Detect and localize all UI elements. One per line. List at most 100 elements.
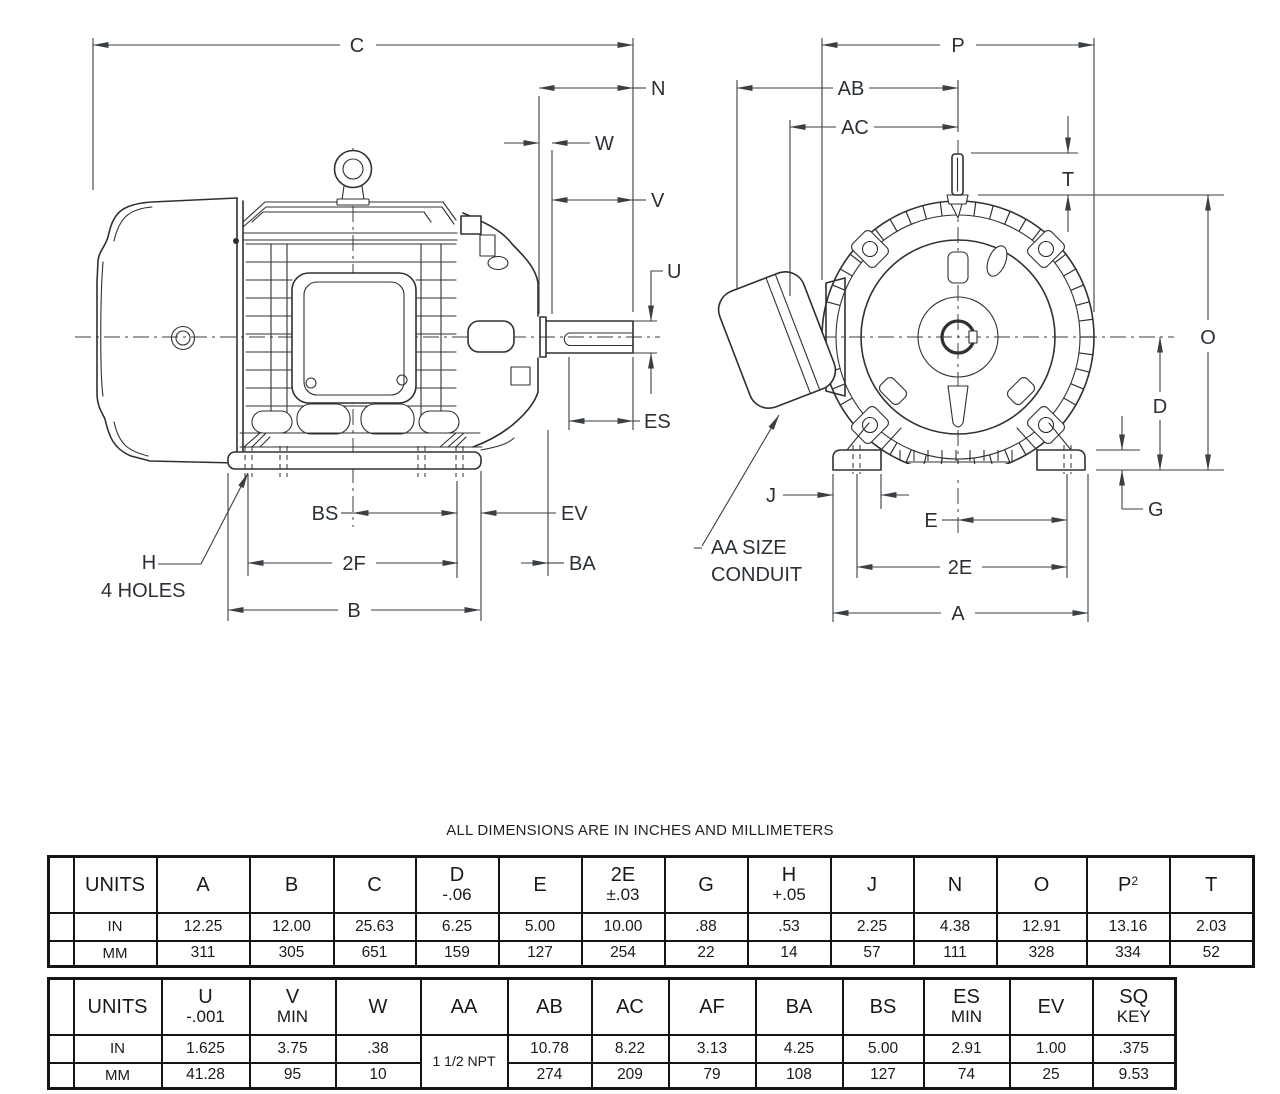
cell-2E-mm: 254 (580, 939, 666, 968)
cell-EV-in: 1.00 (1008, 1033, 1094, 1064)
cell-T-in: 2.03 (1168, 911, 1255, 942)
cell-W-in: .38 (334, 1033, 422, 1064)
col-header-BS: BS (841, 977, 925, 1036)
col-header-U: U-.001 (160, 977, 251, 1036)
cell-BA-in: 4.25 (754, 1033, 844, 1064)
col-header-EV: EV (1008, 977, 1094, 1036)
frame-top (242, 201, 458, 241)
cell-D-mm: 159 (414, 939, 500, 968)
technical-drawing: C N W V U ES BS EV 2F (75, 35, 1224, 625)
row-label-mm: MM (72, 939, 158, 968)
cell-E-in: 5.00 (497, 911, 583, 942)
cell-H-in: .53 (746, 911, 832, 942)
dim-label-t: T (1062, 169, 1074, 191)
dim-label-n: N (651, 78, 665, 100)
dim-label-ev: EV (561, 503, 588, 525)
face-slot (986, 245, 1008, 277)
dim-label-2e: 2E (948, 557, 972, 579)
cell-N-in: 4.38 (912, 911, 998, 942)
gussets (846, 422, 1072, 451)
cell-A-mm: 311 (155, 939, 251, 968)
keyway (563, 332, 634, 347)
mounting-feet (227, 446, 482, 477)
spacer-cell (47, 977, 75, 1036)
cell-SQ-in: .375 (1091, 1033, 1177, 1064)
cover-seam (765, 274, 820, 395)
col-header-AA: AA (419, 977, 509, 1036)
cell-P-in: 13.16 (1085, 911, 1171, 942)
bolt-dot (233, 238, 239, 244)
col-header-J: J (829, 855, 915, 914)
dim-label-g: G (1148, 499, 1164, 521)
label-aa-size: AA SIZE (711, 537, 787, 559)
col-header-AC: AC (590, 977, 670, 1036)
spacer-cell (47, 855, 75, 914)
col-header-G: G (663, 855, 749, 914)
cell-B-mm: 305 (248, 939, 335, 968)
cell-AC-mm: 209 (590, 1061, 670, 1090)
col-header-BA: BA (754, 977, 844, 1036)
right-foot (1036, 449, 1086, 471)
cell-D-in: 6.25 (414, 911, 500, 942)
cell-G-mm: 22 (663, 939, 749, 968)
cell-H-mm: 14 (746, 939, 832, 968)
col-header-AF: AF (667, 977, 757, 1036)
flange-pad (1027, 406, 1065, 444)
col-header-2E: 2E±.03 (580, 855, 666, 914)
dim-label-p: P (951, 35, 964, 57)
drain-slot (947, 385, 969, 428)
row-label-in: IN (72, 911, 158, 942)
col-header-H: H+.05 (746, 855, 832, 914)
dim-label-b: B (347, 600, 360, 622)
cell-AF-mm: 79 (667, 1061, 757, 1090)
cell-W-mm: 10 (334, 1061, 422, 1090)
dim-label-o: O (1200, 327, 1216, 349)
bottom-fins (899, 450, 1013, 461)
bearing-hub (467, 320, 515, 353)
face-slot (878, 376, 908, 406)
dim-label-h: H (142, 552, 156, 574)
dim-label-bs: BS (312, 503, 339, 525)
col-header-E: E (497, 855, 583, 914)
cell-J-in: 2.25 (829, 911, 915, 942)
cell-AF-in: 3.13 (667, 1033, 757, 1064)
dim-label-es: ES (644, 411, 671, 433)
cell-AA: 1 1/2 NPT (419, 1033, 509, 1090)
col-header-B: B (248, 855, 335, 914)
cooling-fins (245, 243, 457, 419)
cell-O-mm: 328 (995, 939, 1088, 968)
cell-A-in: 12.25 (155, 911, 251, 942)
row-label-in: IN (72, 1033, 163, 1064)
dim-label-j: J (766, 485, 776, 507)
label-conduit: CONDUIT (711, 564, 802, 586)
dim-label-w: W (595, 133, 614, 155)
cell-P-mm: 334 (1085, 939, 1171, 968)
spacer-cell (47, 911, 75, 942)
col-header-D: D-.06 (414, 855, 500, 914)
side-view: C N W V U ES BS EV 2F (75, 35, 681, 622)
col-header-N: N (912, 855, 998, 914)
cell-BS-mm: 127 (841, 1061, 925, 1090)
cell-U-mm: 41.28 (160, 1061, 251, 1090)
cell-V-in: 3.75 (248, 1033, 337, 1064)
end-view-dimensions: P AB AC T O D G J (694, 35, 1224, 625)
spacer-cell (47, 939, 75, 968)
units-header: UNITS (72, 977, 163, 1036)
cell-AB-mm: 274 (506, 1061, 593, 1090)
spacer-cell (47, 1061, 75, 1090)
col-header-T: T (1168, 855, 1255, 914)
box-screw (396, 374, 408, 386)
cell-V-mm: 95 (248, 1061, 337, 1090)
cell-C-in: 25.63 (332, 911, 417, 942)
left-foot (832, 449, 882, 471)
eyebolt (333, 149, 373, 206)
dim-label-d: D (1153, 396, 1167, 418)
cell-BA-mm: 108 (754, 1061, 844, 1090)
mounting-plate (825, 277, 846, 397)
dim-label-ab: AB (838, 78, 865, 100)
